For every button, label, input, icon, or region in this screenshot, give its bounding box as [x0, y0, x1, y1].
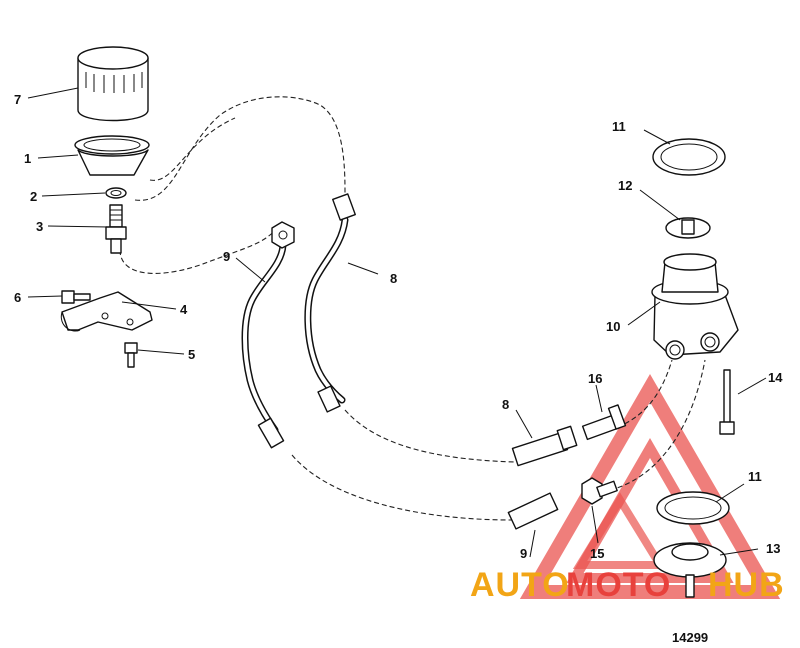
hose-end-8-right — [511, 425, 578, 467]
callout-15: 15 — [590, 546, 604, 561]
screw-6 — [61, 290, 91, 304]
callout-11-top: 11 — [612, 119, 626, 134]
callout-9-left: 9 — [223, 249, 230, 264]
watermark-logo — [519, 374, 781, 599]
plate-12 — [665, 217, 711, 239]
screw-5 — [124, 342, 138, 368]
fitting-15 — [581, 477, 618, 505]
callout-8-left: 8 — [390, 271, 397, 286]
callout-6: 6 — [14, 290, 21, 305]
mounting-bracket — [60, 291, 153, 332]
watermark-moto: MOTO — [566, 566, 671, 604]
callout-12: 12 — [618, 178, 632, 193]
fitting-16 — [581, 404, 627, 441]
watermark-hub: HUB — [708, 566, 785, 604]
callout-10: 10 — [606, 319, 620, 334]
callout-4: 4 — [180, 302, 188, 317]
callout-16: 16 — [588, 371, 602, 386]
reference-number: 14299 — [672, 630, 708, 645]
callout-13: 13 — [766, 541, 780, 556]
fitting — [105, 204, 127, 254]
hose-end-9-right — [507, 492, 559, 530]
watermark-auto: AUTO — [470, 566, 570, 604]
filter-adapter — [74, 135, 150, 176]
filter-housing — [651, 253, 739, 360]
callout-14: 14 — [768, 370, 783, 385]
callout-7: 7 — [14, 92, 21, 107]
callout-2: 2 — [30, 189, 37, 204]
callout-3: 3 — [36, 219, 43, 234]
oil-filter — [77, 46, 149, 122]
callout-9-right: 9 — [520, 546, 527, 561]
leader-lines — [27, 87, 767, 558]
callout-labels: 7 1 2 3 6 4 5 9 8 11 12 10 14 16 8 11 13… — [14, 92, 783, 561]
oil-line-8 — [304, 193, 356, 413]
cap-13 — [653, 542, 727, 598]
bolt-14 — [719, 369, 735, 435]
callout-11-bottom: 11 — [748, 469, 762, 484]
o-ring-11-top — [652, 138, 726, 176]
o-ring-11-bottom — [656, 491, 730, 525]
callout-1: 1 — [24, 151, 31, 166]
callout-5: 5 — [188, 347, 195, 362]
washer — [105, 187, 127, 199]
callout-8-right: 8 — [502, 397, 509, 412]
watermark-text: AUTO MOTO HUB — [470, 566, 785, 604]
oil-line-9 — [241, 221, 295, 449]
